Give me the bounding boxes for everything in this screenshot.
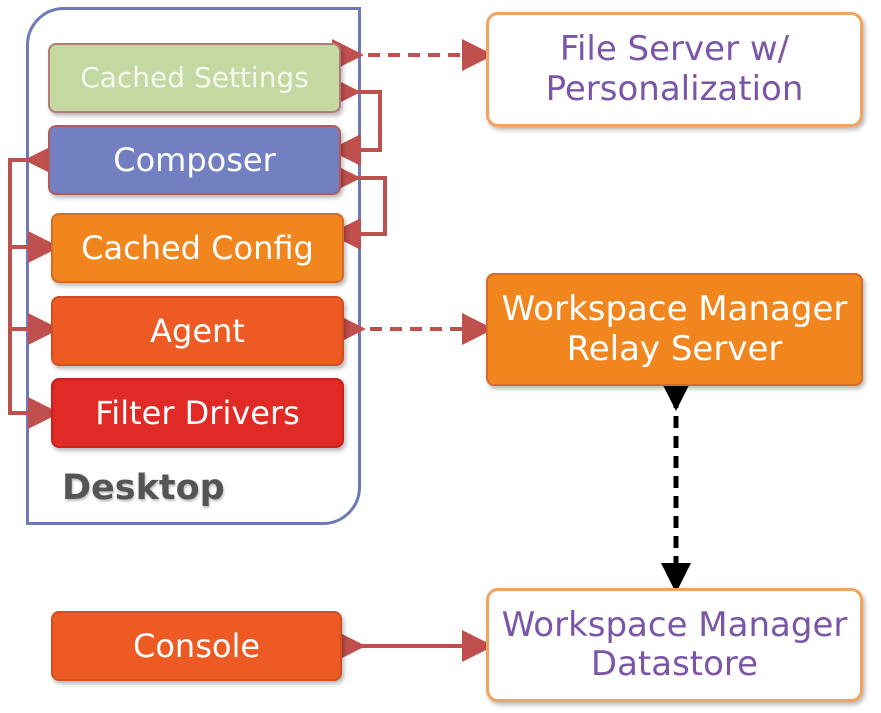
cached-config-box: Cached Config [51, 213, 344, 283]
composer-config-arrow [329, 162, 387, 250]
console-box: Console [51, 611, 342, 681]
relay-server-box: Workspace Manager Relay Server [486, 273, 863, 386]
cached-settings-box: Cached Settings [48, 43, 341, 113]
left-bracket-line [8, 144, 60, 429]
file-server-box: File Server w/ Personalization [486, 12, 863, 127]
desktop-label: Desktop [62, 468, 225, 508]
agent-box: Agent [51, 296, 344, 366]
composer-box: Composer [48, 125, 341, 195]
composer-settings-arrow [329, 76, 382, 166]
datastore-box: Workspace Manager Datastore [486, 588, 863, 702]
filter-drivers-box: Filter Drivers [51, 378, 344, 448]
